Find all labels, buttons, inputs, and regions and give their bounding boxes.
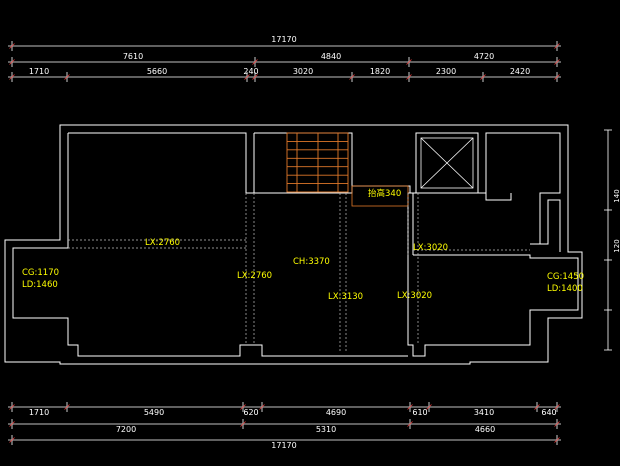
dim-top-row3: 5660 [147, 67, 167, 76]
dim-top-row2-tick [554, 59, 560, 65]
dim-top-row3: 1820 [370, 67, 390, 76]
elevator-cross [420, 137, 474, 189]
dim-bottom-row2-tick [9, 421, 15, 427]
right-dimension-texts: 140 120 [613, 189, 620, 252]
annotation-ch-center: CH:3370 [293, 257, 330, 267]
dim-bottom-row2-tick [554, 421, 560, 427]
dim-bottom-row1-tick [407, 404, 413, 410]
annotation-cg-right: CG:1450 [547, 272, 584, 282]
dim-top-row2: 4720 [474, 52, 494, 61]
dim-top-row2: 4840 [321, 52, 341, 61]
inner-wall-left [12, 133, 408, 357]
dim-top-row3-tick [64, 74, 70, 80]
dim-top-row2: 7610 [123, 52, 143, 61]
annotation-cg-left: CG:1170 [22, 268, 59, 278]
dim-top-row3: 2420 [510, 67, 530, 76]
dim-bottom-row1-tick [240, 404, 246, 410]
dim-top-row3: 3020 [293, 67, 313, 76]
dim-bottom-row1-tick [9, 404, 15, 410]
annotation-beam: 抬高340 [368, 188, 401, 199]
dim-top-row2-tick [9, 59, 15, 65]
dim-bottom-row2-tick [407, 421, 413, 427]
annotation-ld-left: LD:1460 [22, 280, 58, 290]
dim-top-row3-tick [406, 74, 412, 80]
right-room-wall [412, 193, 548, 255]
dim-bottom-row1: 5490 [144, 408, 164, 417]
dimension-lines [8, 41, 612, 445]
dim-bottom-row1: 3410 [474, 408, 494, 417]
dim-top-row1-tick [554, 43, 560, 49]
dim-bottom-row2-tick [240, 421, 246, 427]
dim-bottom-row1-tick [64, 404, 70, 410]
annotation-ld-right: LD:1400 [547, 284, 583, 294]
dim-top-row2-tick [252, 59, 258, 65]
beam-outline [351, 185, 409, 207]
walls [4, 124, 583, 365]
dim-top-row3-tick [349, 74, 355, 80]
elevator-box [415, 132, 479, 194]
annotation-lx-right-mid: LX:3020 [397, 291, 432, 301]
dim-right: 140 [613, 189, 620, 202]
dim-top-row3-tick [244, 74, 250, 80]
dim-bottom-row1: 4690 [326, 408, 346, 417]
dim-bottom-row1-tick [554, 404, 560, 410]
dim-top-row3-tick [252, 74, 258, 80]
dim-bottom-row2: 7200 [116, 425, 136, 434]
dim-bottom-row1: 640 [541, 408, 556, 417]
dim-bottom-row1: 620 [243, 408, 258, 417]
dim-bottom-row1-tick [426, 404, 432, 410]
bottom-dimension-texts: 1710 5490 620 4690 610 3410 640 7200 531… [29, 408, 557, 450]
dim-top-row3-tick [9, 74, 15, 80]
dim-top-row3: 1710 [29, 67, 49, 76]
annotation-lx-right-top: LX:3020 [413, 243, 448, 253]
annotation-lx-center: LX:3130 [328, 292, 363, 302]
dim-top-row2-tick [406, 59, 412, 65]
dim-bottom-row1: 1710 [29, 408, 49, 417]
staircase [286, 132, 349, 193]
dim-bottom-row1-tick [534, 404, 540, 410]
dim-top-row3-tick [480, 74, 486, 80]
dim-top-row3: 240 [243, 67, 258, 76]
dim-bottom-row2: 4660 [475, 425, 495, 434]
top-dimension-texts: 17170 7610 4840 4720 1710 5660 240 3020 … [29, 35, 530, 76]
annotation-lx-left-room: LX:2760 [145, 238, 180, 248]
outer-wall [4, 124, 583, 365]
dim-bottom-total: 17170 [271, 441, 296, 450]
dim-right: 120 [613, 239, 620, 252]
dim-top-row1-tick [9, 43, 15, 49]
dim-top-row3: 2300 [436, 67, 456, 76]
dashed-lines [68, 193, 530, 352]
dim-top-row3-tick [554, 74, 560, 80]
dim-bottom-row2: 5310 [316, 425, 336, 434]
annotation-lx-center-left: LX:2760 [237, 271, 272, 281]
dim-bottom-row1-tick [259, 404, 265, 410]
dim-bottom-row3-tick [554, 437, 560, 443]
annotations: CG:1170 LD:1460 LX:2760 LX:2760 CH:3370 … [22, 188, 584, 302]
dim-top-total: 17170 [271, 35, 296, 44]
dim-bottom-row1: 610 [412, 408, 427, 417]
dim-bottom-row3-tick [9, 437, 15, 443]
